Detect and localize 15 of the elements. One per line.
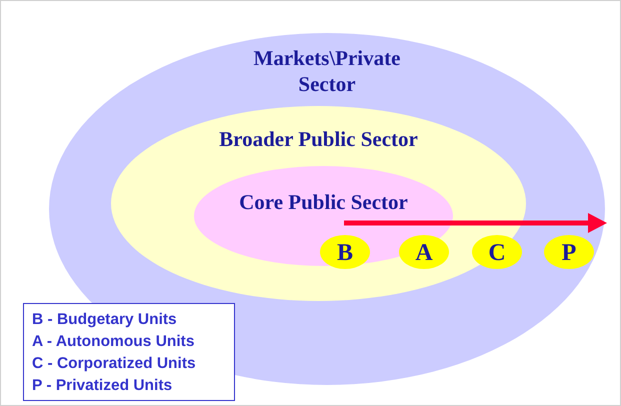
key-entry: B - Budgetary Units [32, 310, 178, 330]
letter-label: P [560, 239, 578, 268]
letter-badge [399, 235, 449, 269]
letter-label: A [414, 239, 434, 268]
letter-label: C [487, 239, 507, 268]
key-entry: P - Privatized Units [32, 376, 174, 396]
letter-badge [544, 235, 594, 269]
key-box [23, 303, 235, 401]
key-entry: A - Autonomous Units [32, 332, 196, 352]
sector-label: Broader Public Sector [218, 126, 419, 152]
letter-label: B [336, 239, 354, 268]
letter-badge [472, 235, 522, 269]
sector-label: Core Public Sector [238, 189, 409, 216]
key-entry: C - Corporatized Units [32, 354, 197, 374]
sector-label: Markets\Private Sector [252, 45, 402, 98]
